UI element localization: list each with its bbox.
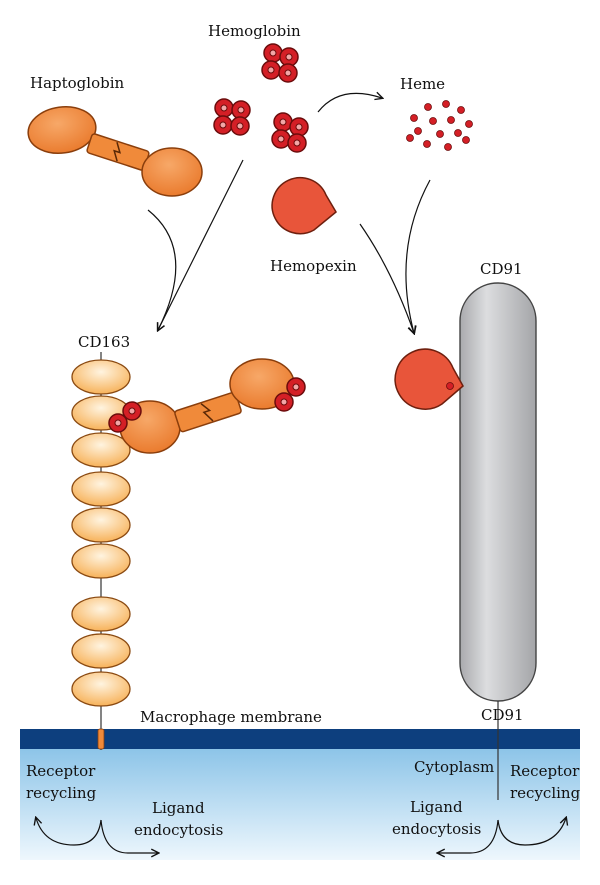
cd163-domain-1 (71, 359, 131, 395)
bound-hemopexin (394, 348, 464, 410)
cd91-cytoplasmic-label: CD91 (481, 706, 524, 724)
arrow-hemopexin-to-cd91 (359, 223, 414, 333)
arrow-left-endocytosis (100, 819, 158, 853)
haptoglobin-molecule (27, 105, 203, 197)
receptor-recycling-right-line2: recycling (510, 784, 581, 802)
bound-heme (446, 382, 454, 390)
arrow-hemoglobin-to-heme (317, 93, 382, 113)
cytoplasm-label: Cytoplasm (414, 758, 494, 776)
receptor-recycling-left-line2: recycling (26, 784, 97, 802)
bound-haptoglobin-hemoglobin-complex (108, 358, 306, 454)
cd163-label: CD163 (78, 333, 130, 351)
cd163-domain-8 (71, 633, 131, 669)
cd163-domain-7 (71, 596, 131, 632)
ligand-endocytosis-right-line1: Ligand (410, 798, 463, 816)
ligand-endocytosis-left-line1: Ligand (152, 799, 205, 817)
ligand-endocytosis-left-line2: endocytosis (134, 821, 223, 839)
arrow-haptoglobin-to-cd163 (147, 209, 177, 330)
arrow-right-endocytosis (438, 819, 499, 853)
heme-label: Heme (400, 75, 445, 93)
macrophage-membrane-label: Macrophage membrane (140, 708, 322, 726)
cd91-label: CD91 (480, 260, 523, 278)
hemoglobin-tetramer-top (261, 43, 299, 83)
arrow-right-recycling (497, 818, 566, 846)
hemoglobin-tetramer-left (213, 98, 251, 136)
cd163-transmembrane-segment (97, 728, 105, 750)
cytoplasm-region (20, 748, 580, 860)
macrophage-membrane-band (20, 729, 580, 749)
receptor-recycling-right-line1: Receptor (510, 762, 580, 780)
arrow-hemoglobin-to-cd163 (158, 159, 244, 330)
cd163-domain-4 (71, 471, 131, 507)
cd163-domain-9 (71, 671, 131, 707)
hemopexin-label: Hemopexin (270, 257, 357, 275)
cytoplasm-arrows (36, 818, 566, 853)
ligand-endocytosis-right-line2: endocytosis (392, 820, 481, 838)
cd91-receptor (459, 282, 537, 800)
heme-dots (406, 100, 473, 151)
cd163-domain-6 (71, 543, 131, 579)
arrows (147, 93, 431, 333)
cd163-receptor (71, 352, 131, 750)
receptor-recycling-left-line1: Receptor (26, 762, 96, 780)
cd163-domain-3 (71, 432, 131, 468)
hemoglobin-molecules (213, 43, 309, 153)
cd163-domain-5 (71, 507, 131, 543)
arrow-heme-to-cd91 (405, 179, 431, 333)
hemoglobin-tetramer-right (271, 112, 309, 153)
hemoglobin-label: Hemoglobin (208, 22, 301, 40)
haptoglobin-label: Haptoglobin (30, 74, 125, 92)
hemopexin-molecule (271, 177, 337, 235)
arrow-left-recycling (36, 818, 102, 846)
